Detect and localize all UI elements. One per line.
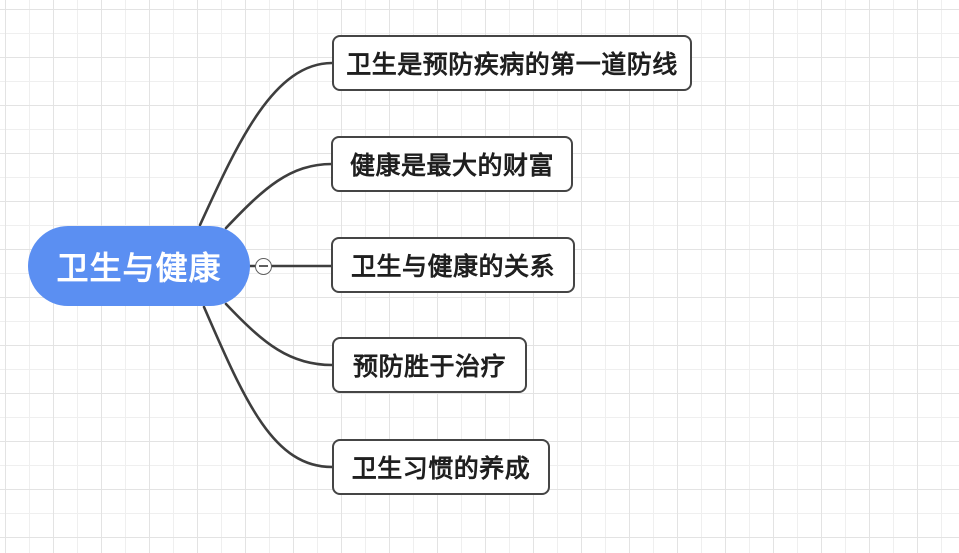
branch-node-2[interactable]: 健康是最大的财富 [331, 136, 573, 192]
branch-node-1[interactable]: 卫生是预防疾病的第一道防线 [332, 35, 692, 91]
branch-node-5[interactable]: 卫生习惯的养成 [332, 439, 550, 495]
branch-node-label: 健康是最大的财富 [349, 152, 554, 180]
branch-node-4[interactable]: 预防胜于治疗 [332, 337, 527, 393]
collapse-button[interactable] [254, 257, 272, 275]
connector-branch-2 [224, 162, 334, 230]
branch-node-label: 预防胜于治疗 [352, 353, 506, 381]
root-node-label: 卫生与健康 [56, 250, 222, 286]
branch-node-label: 卫生是预防疾病的第一道防线 [346, 51, 678, 79]
branch-node-3[interactable]: 卫生与健康的关系 [331, 237, 575, 293]
connector-branch-5 [202, 305, 334, 469]
branch-node-label: 卫生与健康的关系 [350, 253, 555, 281]
minus-icon [258, 265, 268, 267]
branch-node-label: 卫生习惯的养成 [351, 455, 531, 483]
connector-branch-1 [198, 61, 334, 227]
connector-branch-4 [224, 302, 334, 367]
root-node[interactable]: 卫生与健康 [28, 226, 250, 306]
